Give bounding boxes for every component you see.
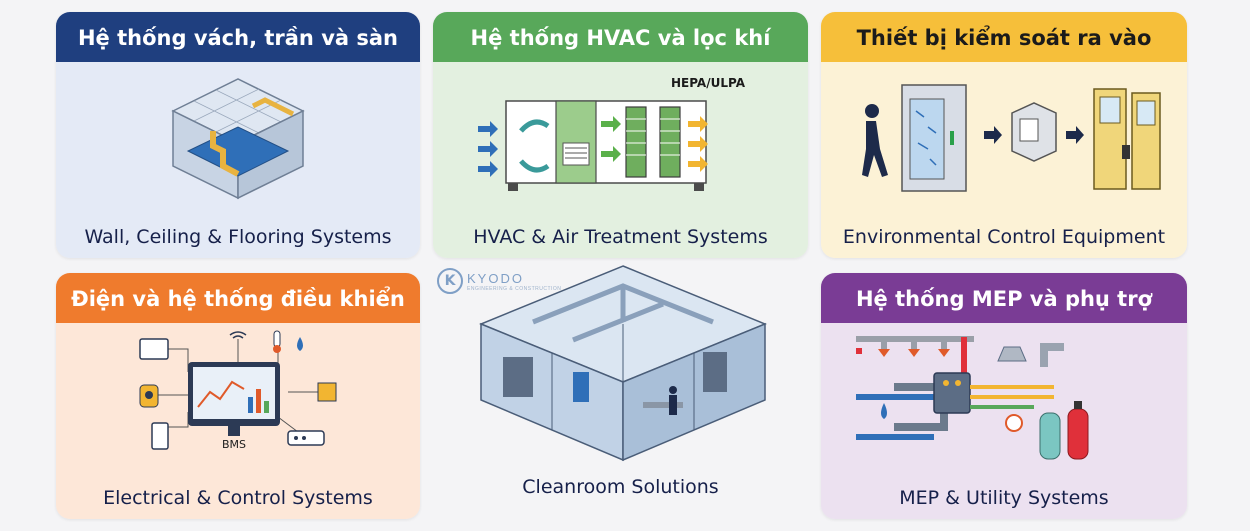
sensor-icon (139, 384, 159, 408)
air-handling-unit-icon: HEPA/ULPA (477, 76, 746, 191)
filter-label: HEPA/ULPA (671, 76, 746, 90)
bms-monitor-icon: BMS (188, 362, 280, 451)
air-shower-icon (901, 84, 967, 192)
kyodo-logo: K KYODO ENGINEERING & CONSTRUCTION (437, 268, 561, 294)
fire-extinguisher-icon (1067, 401, 1089, 460)
logo-sub: ENGINEERING & CONSTRUCTION (467, 285, 562, 292)
cleanroom-door-icon (1093, 88, 1161, 190)
card-title: Hệ thống MEP và phụ trợ (821, 273, 1187, 323)
wifi-icon (229, 331, 247, 339)
gas-cylinder-icon (1039, 412, 1061, 460)
chip-icon (317, 382, 337, 402)
card-title: Hệ thống vách, trần và sàn (56, 12, 420, 62)
card-electrical: Điện và hệ thống điều khiển BMS (56, 273, 420, 519)
card-title: Điện và hệ thống điều khiển (56, 273, 420, 323)
cleanroom-solutions: K KYODO ENGINEERING & CONSTRUCTION Clean… (433, 262, 808, 524)
thermometer-icon (273, 330, 281, 353)
card-caption: Electrical & Control Systems (103, 487, 373, 509)
card-caption: Environmental Control Equipment (842, 226, 1166, 248)
cleanroom-box-icon (171, 78, 305, 200)
duct-icon (997, 343, 1064, 367)
card-access-control: Thiết bị kiểm soát ra vào (821, 12, 1187, 258)
logo-name: KYODO (467, 270, 524, 286)
card-caption: MEP & Utility Systems (899, 487, 1109, 509)
person-walking-icon (862, 104, 888, 177)
pipe-manifold-icon (933, 372, 971, 414)
bms-label: BMS (222, 438, 246, 451)
card-hvac: Hệ thống HVAC và lọc khí HEPA/ULPA HVAC … (433, 12, 808, 258)
card-mep: Hệ thống MEP và phụ trợ (821, 273, 1187, 519)
router-icon (287, 430, 325, 446)
sprinkler-icon (878, 349, 950, 357)
card-caption: Cleanroom Solutions (522, 476, 719, 498)
pass-box-icon (1011, 102, 1057, 162)
logo-mark: K (437, 268, 463, 294)
phone-icon (151, 422, 169, 450)
card-caption: Wall, Ceiling & Flooring Systems (84, 226, 392, 248)
electric-symbol-icon (1005, 414, 1023, 432)
water-drop-icon (881, 403, 887, 419)
screen-icon (139, 338, 169, 360)
cleanroom-isometric-icon (479, 265, 767, 462)
card-caption: HVAC & Air Treatment Systems (473, 226, 768, 248)
water-drop-icon (297, 337, 303, 351)
card-title: Hệ thống HVAC và lọc khí (433, 12, 808, 62)
card-wall-ceiling-floor: Hệ thống vách, trần và sàn Wall, Ceiling… (56, 12, 420, 258)
card-title: Thiết bị kiểm soát ra vào (821, 12, 1187, 62)
